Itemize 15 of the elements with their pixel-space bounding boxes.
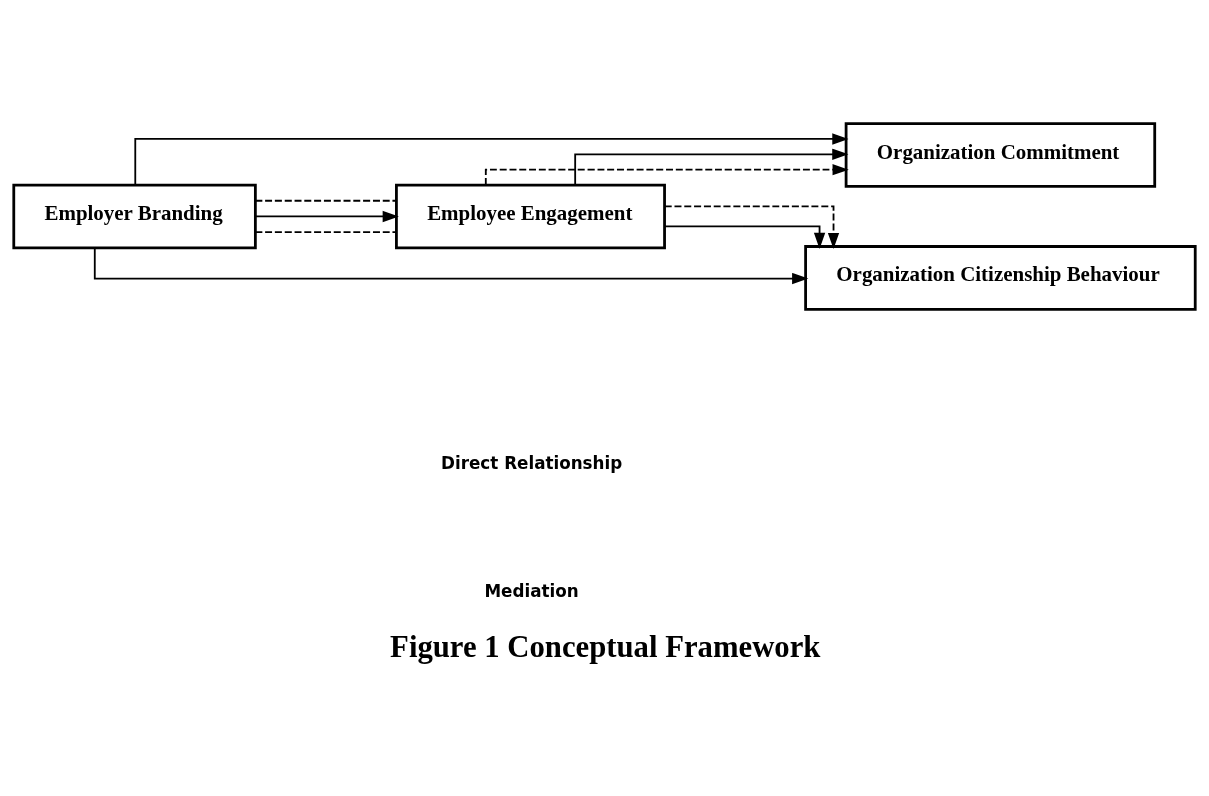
node-box: Organization Citizenship Behaviour <box>804 245 1197 311</box>
node-box: Organization Commitment <box>844 122 1157 188</box>
arrow <box>134 133 849 186</box>
caption: Figure 1 Conceptual Framework <box>390 629 821 664</box>
connector <box>254 231 398 234</box>
arrow <box>663 225 826 249</box>
arrow <box>254 210 399 223</box>
arrow <box>93 247 809 285</box>
arrow <box>574 148 849 186</box>
legend-label: Mediation <box>484 581 579 602</box>
legend-label: Direct Relationship <box>441 452 623 473</box>
node-box: Employee Engagement <box>395 183 666 250</box>
connector <box>254 199 398 202</box>
arrow <box>663 205 840 250</box>
node-box: Employer Branding <box>12 183 257 250</box>
